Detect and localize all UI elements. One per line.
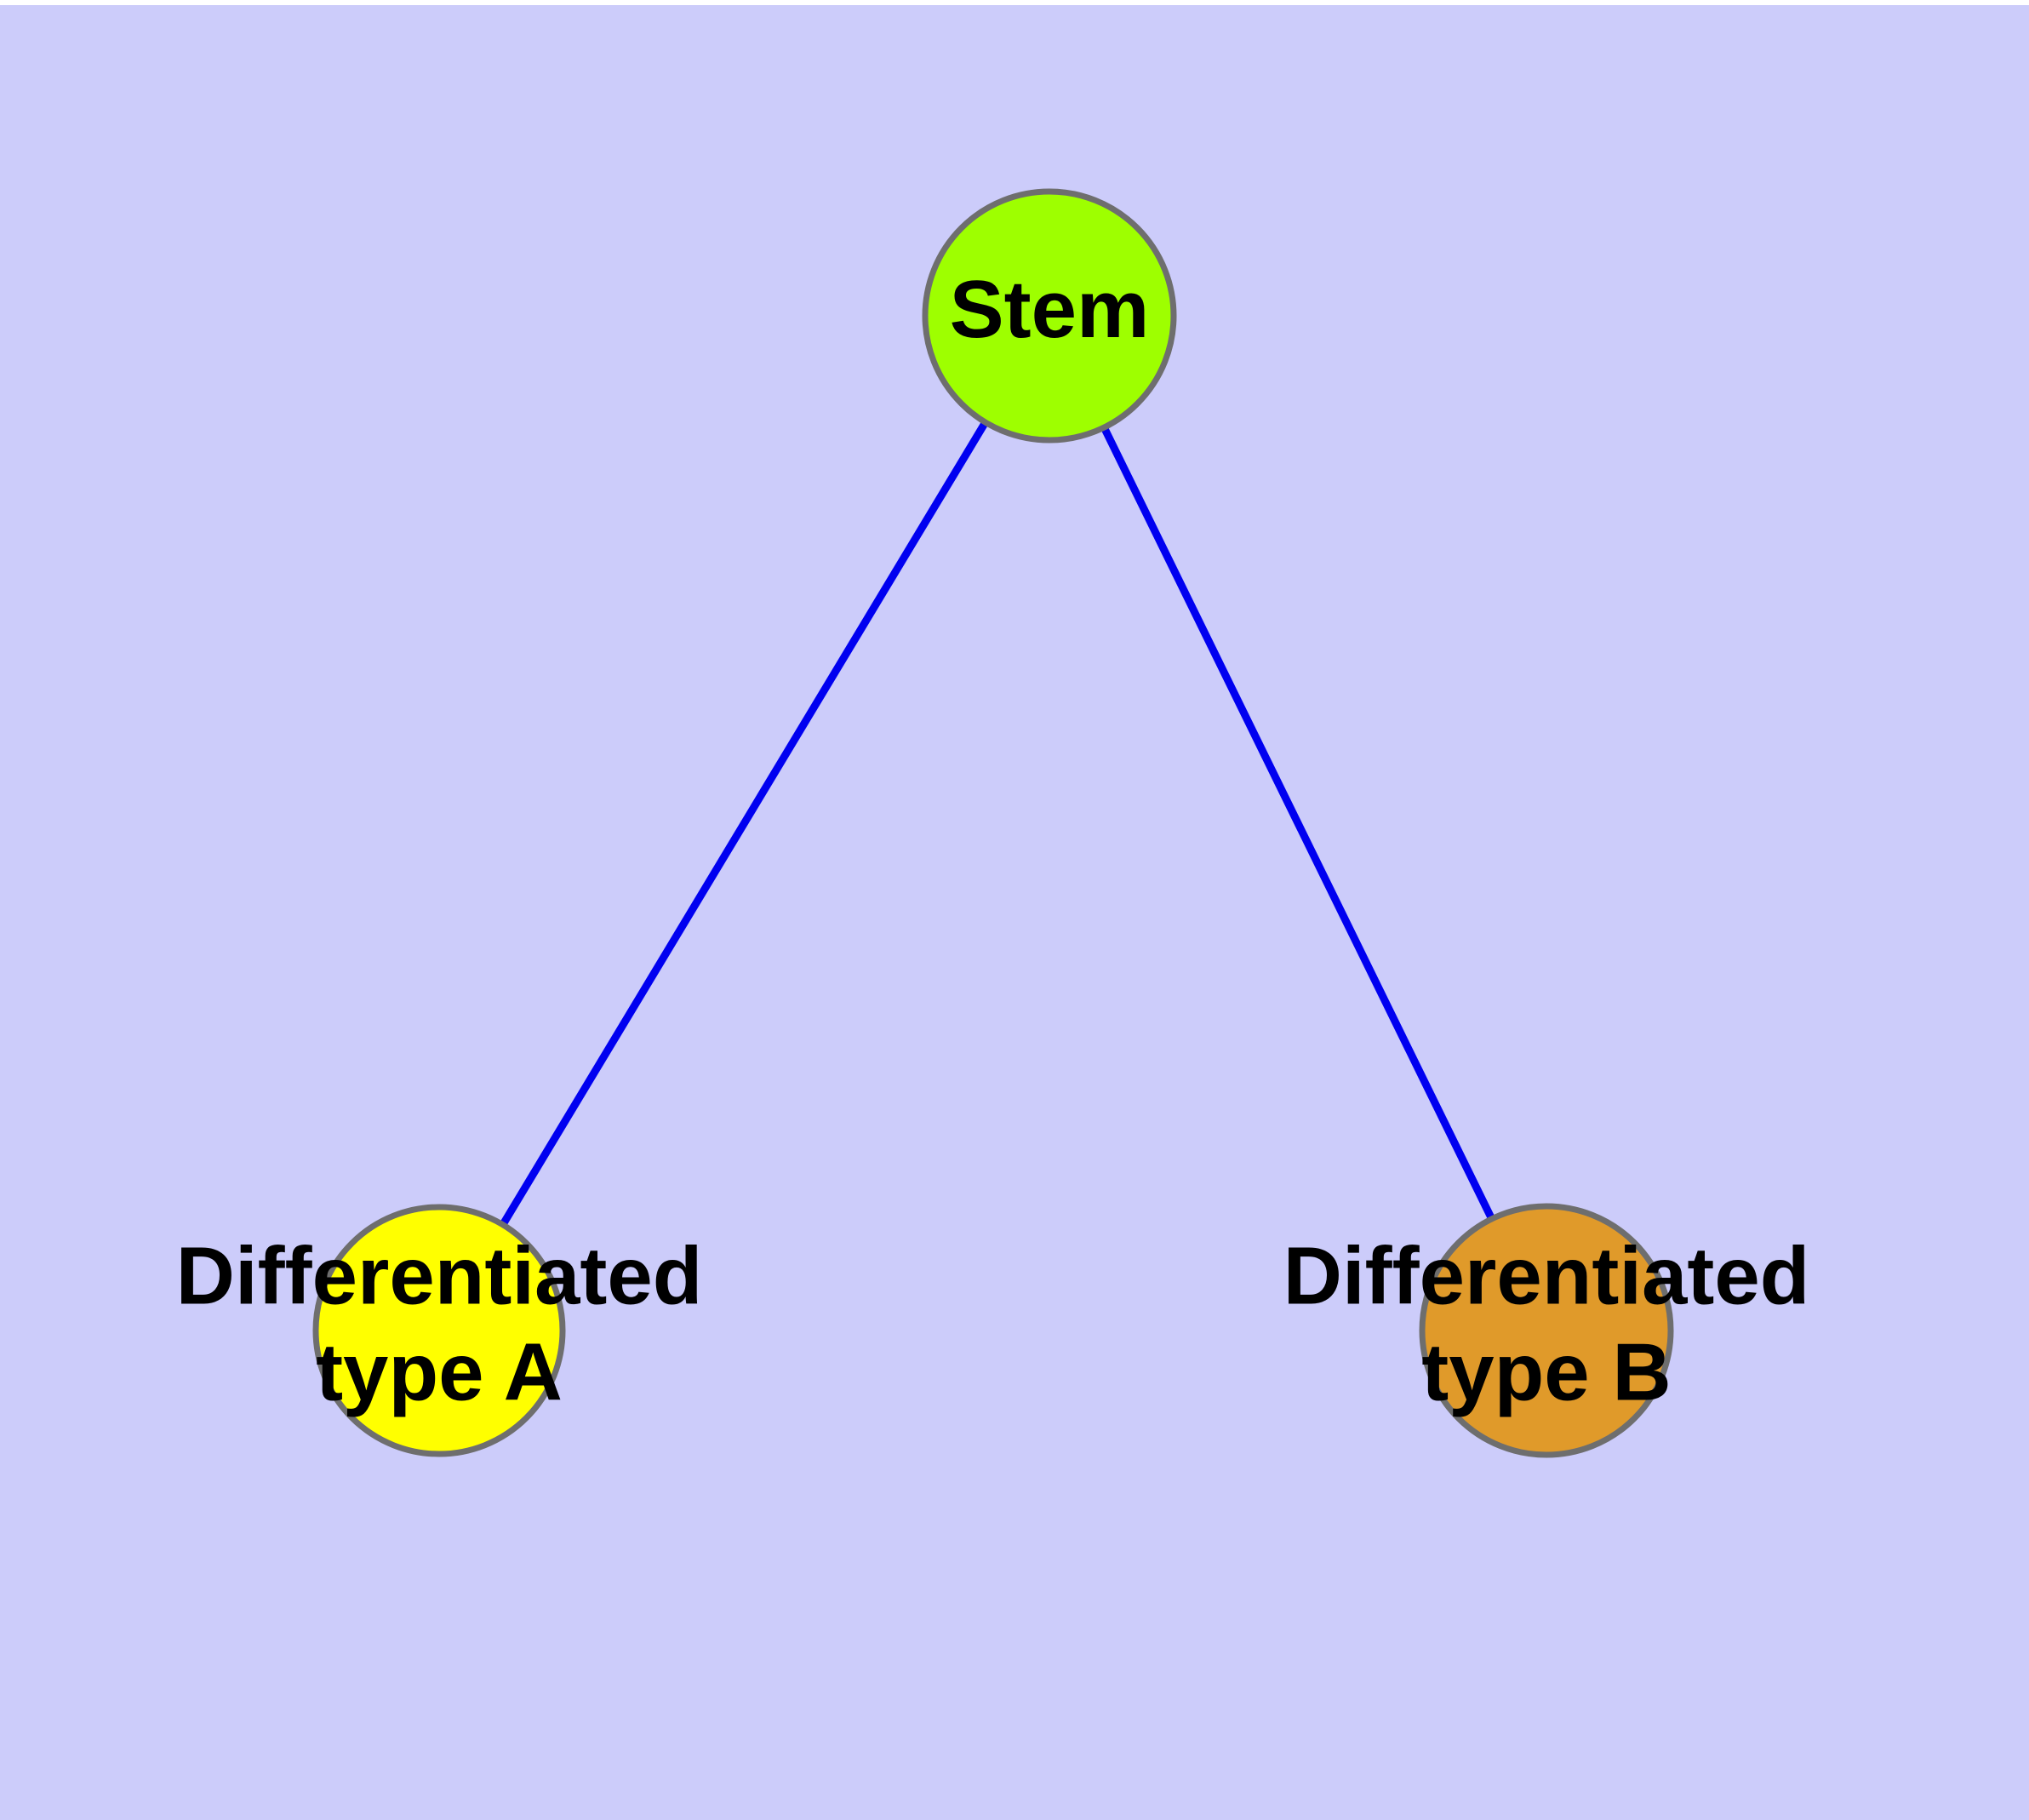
edge-stem-to-diff-a[interactable]	[436, 313, 1053, 1333]
node-label-line: Differentiated	[1283, 1231, 1810, 1322]
node-label-line: Stem	[950, 264, 1150, 355]
node-stem-circle[interactable]	[922, 188, 1177, 444]
node-label-line: Differentiated	[176, 1231, 703, 1322]
node-diff-b-circle[interactable]	[1419, 1203, 1674, 1458]
edge-layer	[436, 313, 1551, 1333]
node-label-line: type B	[1421, 1327, 1671, 1418]
edge-stem-to-diff-b[interactable]	[1045, 314, 1551, 1332]
node-stem-label: Stem	[950, 264, 1150, 355]
node-layer	[312, 188, 1674, 1458]
node-label-line: type A	[316, 1327, 563, 1418]
node-diff-a-circle[interactable]	[312, 1204, 566, 1457]
